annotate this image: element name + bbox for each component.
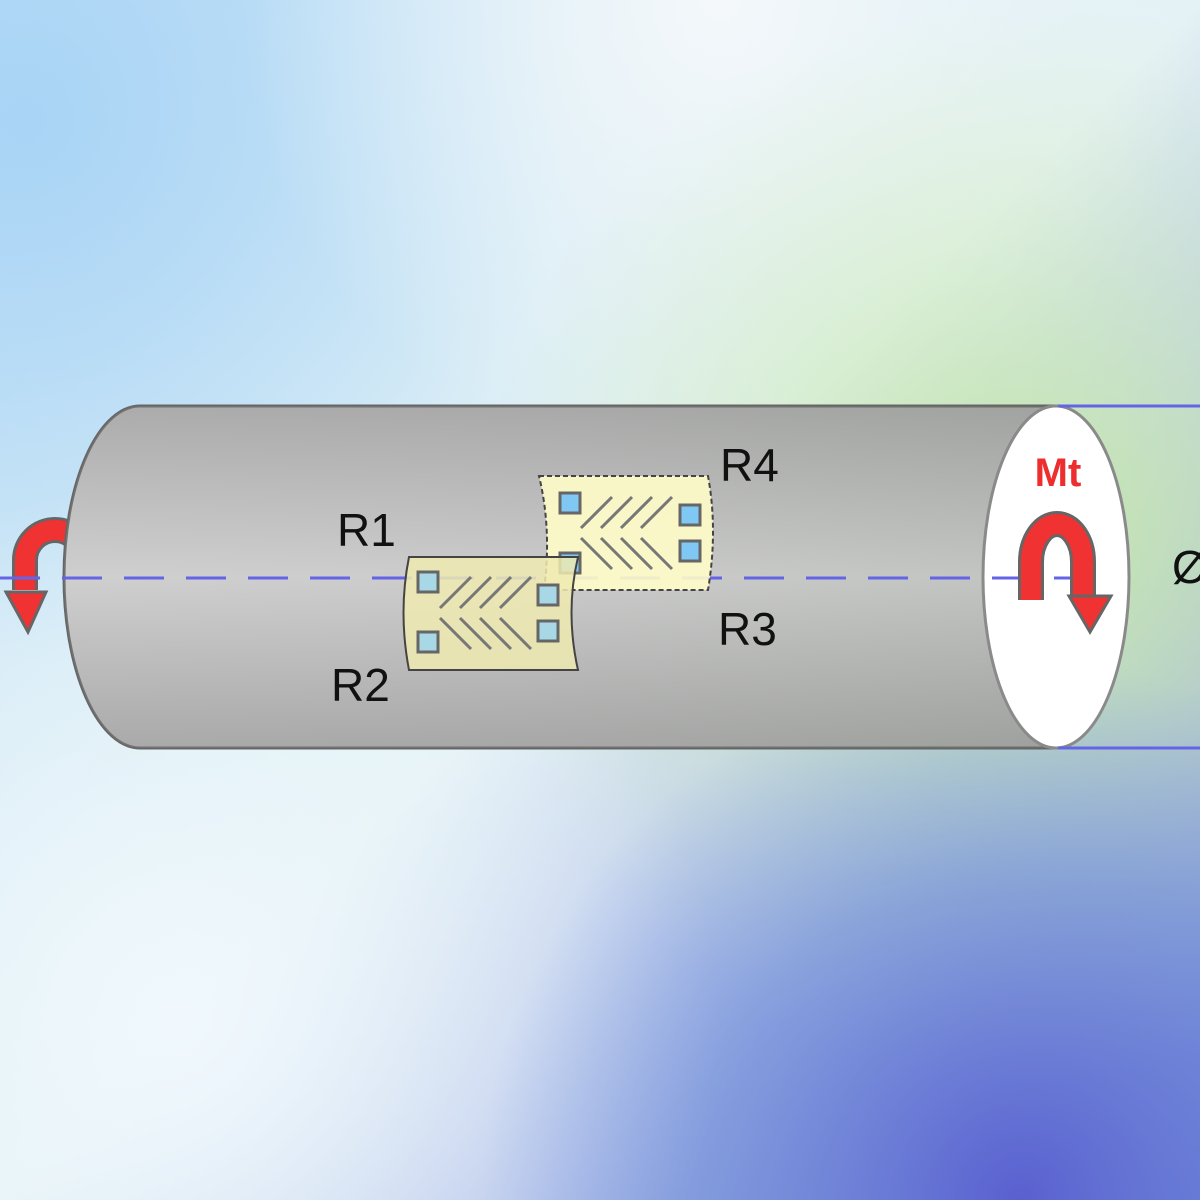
solder-pad xyxy=(536,619,560,643)
solder-pad xyxy=(416,630,440,654)
solder-pad xyxy=(416,570,440,594)
label-r1: R1 xyxy=(337,504,396,556)
label-r2: R2 xyxy=(331,659,390,711)
label-r3: R3 xyxy=(718,603,777,655)
solder-pad xyxy=(536,583,560,607)
solder-pad xyxy=(678,539,702,563)
strain-gauge-r3-r4 xyxy=(537,475,714,591)
curved-arrow-clockwise-icon xyxy=(1018,511,1114,635)
strain-gauge-r1-r2 xyxy=(402,556,580,671)
label-r4: R4 xyxy=(720,439,779,491)
label-torque: Mt xyxy=(1035,451,1082,495)
label-diameter: Ø xyxy=(1172,541,1200,593)
solder-pad xyxy=(678,503,702,527)
solder-pad xyxy=(558,491,582,515)
